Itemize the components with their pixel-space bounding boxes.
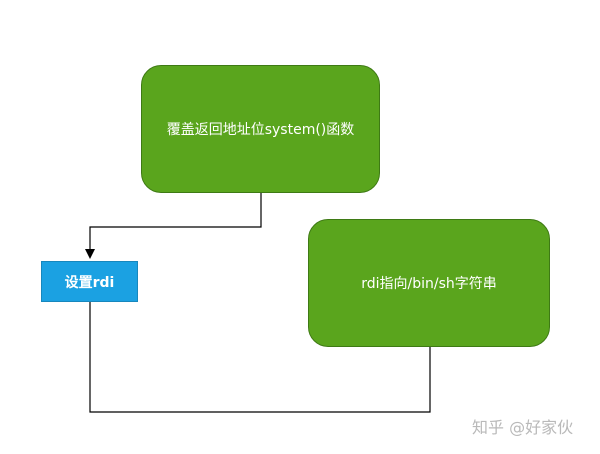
node-overwrite-return-address: 覆盖返回地址位system()函数	[141, 65, 380, 193]
node-set-rdi-label: 设置rdi	[64, 274, 115, 291]
node-rdi-points-to-binsh: rdi指向/bin/sh字符串	[308, 219, 550, 347]
node-overwrite-return-label: 覆盖返回地址位system()函数	[166, 122, 355, 138]
zhihu-watermark: 知乎 @好家伙	[472, 418, 574, 437]
node-set-rdi: 设置rdi	[41, 261, 138, 302]
node-rdi-binsh-label: rdi指向/bin/sh字符串	[361, 276, 497, 292]
connector-overwrite-to-set-rdi	[85, 193, 262, 259]
connector-set-rdi-to-binsh	[89, 302, 431, 413]
